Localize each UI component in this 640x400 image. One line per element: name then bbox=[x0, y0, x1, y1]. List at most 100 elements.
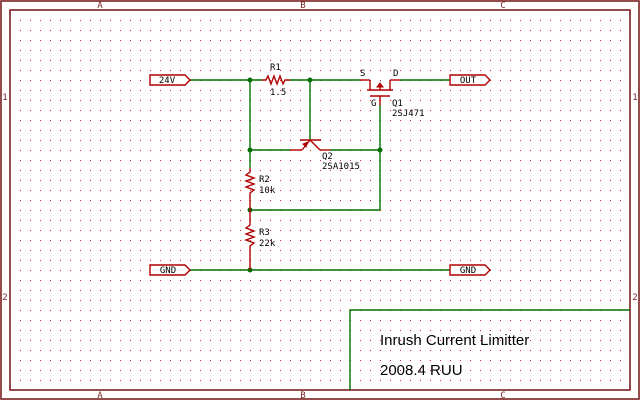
grid-dot bbox=[210, 340, 211, 341]
grid-dot bbox=[390, 320, 391, 321]
grid-dot bbox=[260, 360, 261, 361]
grid-dot bbox=[270, 240, 271, 241]
grid-dot bbox=[420, 60, 421, 61]
grid-dot bbox=[580, 190, 581, 191]
grid-dot bbox=[50, 210, 51, 211]
port-gnd-right[interactable]: GND bbox=[449, 264, 491, 276]
grid-dot bbox=[190, 280, 191, 281]
grid-dot bbox=[620, 200, 621, 201]
grid-dot bbox=[20, 220, 21, 221]
grid-dot bbox=[170, 370, 171, 371]
grid-dot bbox=[90, 90, 91, 91]
grid-dot bbox=[120, 300, 121, 301]
grid-dot bbox=[460, 70, 461, 71]
grid-dot bbox=[550, 160, 551, 161]
grid-dot bbox=[410, 150, 411, 151]
resistor-r3[interactable]: R3 22k bbox=[244, 210, 276, 270]
grid-dot bbox=[490, 170, 491, 171]
grid-dot bbox=[570, 60, 571, 61]
grid-dot bbox=[130, 310, 131, 311]
grid-dot bbox=[600, 360, 601, 361]
grid-dot bbox=[450, 100, 451, 101]
grid-dot bbox=[340, 250, 341, 251]
grid-dot bbox=[620, 140, 621, 141]
grid-dot bbox=[410, 210, 411, 211]
grid-dot bbox=[400, 300, 401, 301]
grid-dot bbox=[40, 200, 41, 201]
grid-dot bbox=[440, 70, 441, 71]
grid-dot bbox=[240, 250, 241, 251]
grid-dot bbox=[330, 350, 331, 351]
port-out[interactable]: OUT bbox=[449, 74, 491, 86]
grid-dot bbox=[80, 200, 81, 201]
grid-dot bbox=[610, 290, 611, 291]
grid-dot bbox=[230, 170, 231, 171]
port-24v[interactable]: 24V bbox=[149, 74, 191, 86]
grid-dot bbox=[520, 330, 521, 331]
mosfet-q1[interactable]: S D G Q1 2SJ471 bbox=[360, 69, 425, 119]
grid-dot bbox=[120, 320, 121, 321]
grid-dot bbox=[600, 220, 601, 221]
resistor-r2[interactable]: R2 10k bbox=[244, 168, 276, 210]
grid-dot bbox=[270, 310, 271, 311]
grid-dot bbox=[70, 370, 71, 371]
grid-dot bbox=[30, 290, 31, 291]
grid-dot bbox=[290, 240, 291, 241]
grid-dot bbox=[300, 170, 301, 171]
grid-dot bbox=[80, 70, 81, 71]
grid-dot bbox=[210, 290, 211, 291]
grid-dot bbox=[30, 280, 31, 281]
grid-dot bbox=[170, 90, 171, 91]
grid-dot bbox=[250, 240, 251, 241]
grid-dot bbox=[450, 240, 451, 241]
grid-dot bbox=[160, 260, 161, 261]
grid-dot bbox=[220, 90, 221, 91]
grid-dot bbox=[240, 330, 241, 331]
grid-dot bbox=[140, 170, 141, 171]
grid-dot bbox=[70, 40, 71, 41]
grid-dot bbox=[420, 360, 421, 361]
transistor-q2[interactable]: Q2 2SA1015 bbox=[290, 139, 360, 172]
grid-dot bbox=[210, 30, 211, 31]
grid-dot bbox=[490, 40, 491, 41]
grid-dot bbox=[150, 350, 151, 351]
grid-dot bbox=[500, 380, 501, 381]
grid-dot bbox=[620, 370, 621, 371]
grid-dot bbox=[400, 90, 401, 91]
port-24v-shape bbox=[149, 74, 191, 86]
grid-dot bbox=[460, 130, 461, 131]
grid-dot bbox=[470, 380, 471, 381]
grid-dot bbox=[310, 170, 311, 171]
grid-dot bbox=[20, 70, 21, 71]
resistor-r1[interactable]: R1 1.5 bbox=[262, 63, 290, 98]
grid-dot bbox=[470, 90, 471, 91]
grid-dot bbox=[190, 200, 191, 201]
grid-dot bbox=[600, 260, 601, 261]
grid-dot bbox=[450, 40, 451, 41]
port-gnd-left[interactable]: GND bbox=[149, 264, 191, 276]
grid-dot bbox=[250, 180, 251, 181]
grid-dot bbox=[110, 310, 111, 311]
grid-dot bbox=[310, 280, 311, 281]
grid-dot bbox=[100, 60, 101, 61]
grid-dot bbox=[500, 370, 501, 371]
grid-dot bbox=[40, 30, 41, 31]
grid-dot bbox=[70, 280, 71, 281]
grid-dot bbox=[110, 40, 111, 41]
grid-dot bbox=[520, 270, 521, 271]
grid-dot bbox=[210, 50, 211, 51]
grid-dot bbox=[40, 290, 41, 291]
grid-dot bbox=[140, 80, 141, 81]
grid-dot bbox=[530, 90, 531, 91]
grid-dot bbox=[420, 300, 421, 301]
grid-dot bbox=[320, 120, 321, 121]
grid-dot bbox=[350, 240, 351, 241]
grid-dot bbox=[120, 140, 121, 141]
grid-dot bbox=[580, 50, 581, 51]
grid-dot bbox=[60, 50, 61, 51]
grid-dot bbox=[190, 330, 191, 331]
grid-dot bbox=[310, 150, 311, 151]
grid-dot bbox=[100, 120, 101, 121]
grid-dot bbox=[620, 360, 621, 361]
